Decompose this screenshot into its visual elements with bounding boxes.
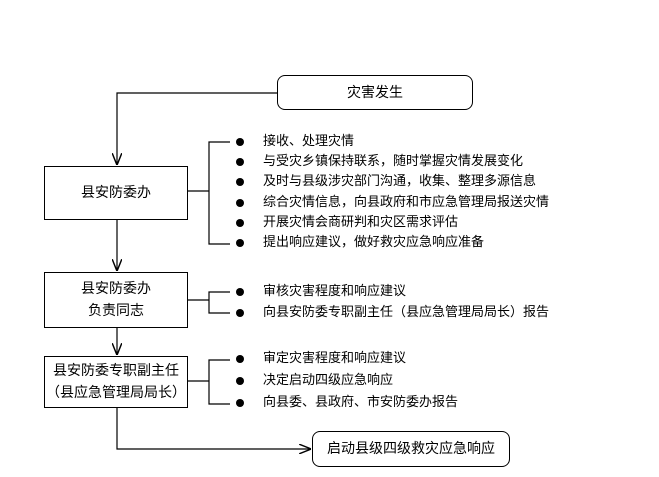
- deputy-task: 审定灾害程度和响应建议: [263, 351, 407, 366]
- office-task: 与受灾乡镇保持联系，随时掌握灾情发展变化: [263, 154, 524, 169]
- node-label: 县安防委专职副主任 （县应急管理局局长）: [46, 363, 186, 401]
- node-label: 县安防委办: [81, 185, 151, 201]
- bullet-dot: [236, 178, 244, 186]
- bullet-dot: [236, 288, 244, 296]
- office-task: 及时与县级涉灾部门沟通，收集、整理多源信息: [263, 174, 537, 189]
- bracket-deputy-tasks: [208, 359, 230, 405]
- lead-task: 审核灾害程度和响应建议: [263, 284, 407, 299]
- arrow-start-to-office: [117, 92, 277, 164]
- bullet-dot: [236, 355, 244, 363]
- node-county-safety-office: 县安防委办: [44, 166, 188, 220]
- bracket-office-tasks: [208, 141, 230, 245]
- node-office-lead: 县安防委办 负责同志: [44, 272, 188, 328]
- bullet-dot: [236, 399, 244, 407]
- node-label: 灾害发生: [347, 84, 403, 101]
- office-task: 综合灾情信息，向县政府和市应急管理局报送灾情: [263, 195, 550, 210]
- node-disaster-occurs: 灾害发生: [277, 75, 473, 110]
- deputy-task: 决定启动四级应急响应: [263, 373, 394, 388]
- bullet-dot: [236, 239, 244, 247]
- bullet-dot: [236, 158, 244, 166]
- arrow-deputy-to-end: [116, 408, 310, 449]
- deputy-task: 向县委、县政府、市安防委办报告: [263, 395, 459, 410]
- node-label: 启动县级四级救灾应急响应: [327, 441, 495, 457]
- node-launch-response: 启动县级四级救灾应急响应: [312, 431, 510, 467]
- office-task: 开展灾情会商研判和灾区需求评估: [263, 215, 459, 230]
- bracket-lead-tasks: [208, 291, 230, 314]
- bullet-dot: [236, 199, 244, 207]
- bullet-dot: [236, 377, 244, 385]
- office-task: 提出响应建议，做好救灾应急响应准备: [263, 235, 485, 250]
- node-deputy-director: 县安防委专职副主任 （县应急管理局局长）: [44, 356, 188, 408]
- bullet-dot: [236, 309, 244, 317]
- bullet-dot: [236, 138, 244, 146]
- node-label: 县安防委办 负责同志: [81, 281, 151, 319]
- bullet-dot: [236, 219, 244, 227]
- lead-task: 向县安防委专职副主任（县应急管理局局长）报告: [263, 305, 550, 320]
- office-task: 接收、处理灾情: [263, 134, 355, 149]
